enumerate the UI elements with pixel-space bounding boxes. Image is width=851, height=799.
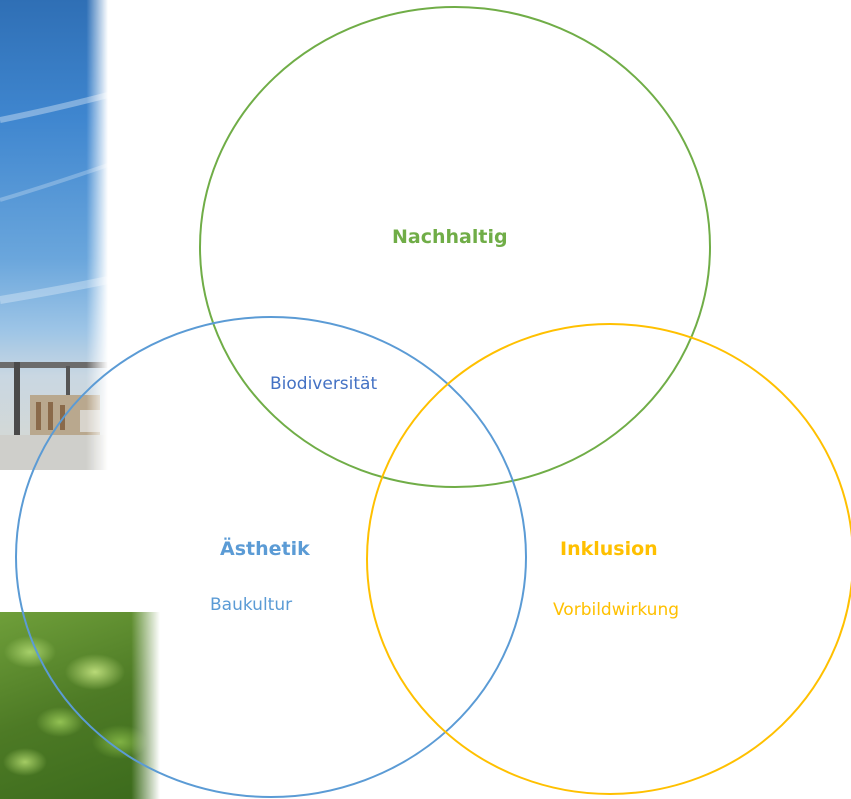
biodiversitaet-label: Biodiversität: [270, 374, 378, 394]
sky-photo-details: [0, 92, 108, 470]
inklusion-circle: [366, 323, 851, 795]
nachhaltig-circle: [199, 6, 711, 488]
inklusion-title: Inklusion: [560, 538, 658, 560]
sky-photo: [0, 0, 108, 470]
vorbildwirkung-label: Vorbildwirkung: [553, 600, 680, 620]
aesthetik-title: Ästhetik: [220, 538, 310, 560]
plants-photo: [0, 612, 160, 799]
nachhaltig-title: Nachhaltig: [392, 226, 508, 248]
baukultur-label: Baukultur: [210, 595, 293, 615]
aesthetik-circle: [15, 316, 527, 798]
